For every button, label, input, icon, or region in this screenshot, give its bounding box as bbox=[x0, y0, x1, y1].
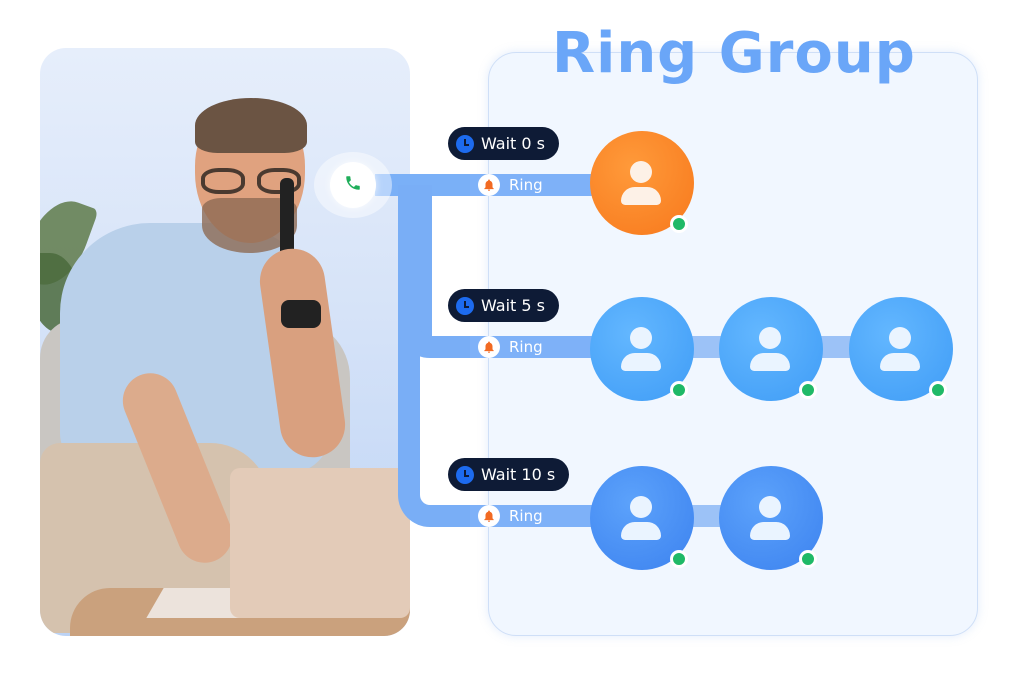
user-icon bbox=[759, 327, 781, 349]
wait-pill-tier-1: Wait 0 s bbox=[448, 127, 560, 160]
bell-icon bbox=[478, 336, 500, 358]
online-status-dot bbox=[670, 550, 688, 568]
ring-bar bbox=[470, 174, 595, 196]
online-status-dot bbox=[799, 550, 817, 568]
ring-label: Ring bbox=[509, 338, 543, 356]
wait-label: Wait 0 s bbox=[481, 134, 546, 153]
wait-label: Wait 10 s bbox=[481, 465, 556, 484]
user-icon-body bbox=[621, 522, 661, 540]
wristwatch bbox=[281, 300, 321, 328]
agent-avatar[interactable] bbox=[590, 297, 694, 401]
ring-label: Ring bbox=[509, 176, 543, 194]
phone-icon bbox=[344, 174, 362, 196]
user-icon bbox=[630, 161, 652, 183]
glasses bbox=[195, 168, 307, 194]
online-status-dot bbox=[670, 381, 688, 399]
online-status-dot bbox=[799, 381, 817, 399]
ring-label-tier-2: Ring bbox=[478, 336, 543, 358]
connector-trunk bbox=[398, 340, 420, 480]
ring-bar bbox=[470, 505, 595, 527]
avatar-link bbox=[690, 336, 726, 358]
bell-icon bbox=[478, 505, 500, 527]
user-icon bbox=[630, 327, 652, 349]
ring-bar bbox=[470, 336, 595, 358]
clock-icon bbox=[456, 465, 474, 484]
agent-avatar[interactable] bbox=[590, 466, 694, 570]
hair bbox=[195, 98, 307, 153]
connector-branch bbox=[398, 454, 478, 527]
user-icon bbox=[889, 327, 911, 349]
user-icon bbox=[630, 496, 652, 518]
user-icon-body bbox=[750, 353, 790, 371]
clock-icon bbox=[456, 296, 474, 315]
avatar-link bbox=[820, 336, 856, 358]
bell-icon bbox=[478, 174, 500, 196]
user-icon-body bbox=[621, 353, 661, 371]
ring-label-tier-3: Ring bbox=[478, 505, 543, 527]
agent-avatar[interactable] bbox=[590, 131, 694, 235]
user-icon-body bbox=[880, 353, 920, 371]
user-icon-body bbox=[621, 187, 661, 205]
agent-avatar[interactable] bbox=[849, 297, 953, 401]
clock-icon bbox=[456, 134, 474, 153]
agent-avatar[interactable] bbox=[719, 297, 823, 401]
ring-label: Ring bbox=[509, 507, 543, 525]
avatar-link bbox=[690, 505, 726, 527]
laptop bbox=[230, 468, 410, 618]
wait-pill-tier-2: Wait 5 s bbox=[448, 289, 560, 322]
ring-label-tier-1: Ring bbox=[478, 174, 543, 196]
call-button[interactable] bbox=[330, 162, 376, 208]
photo-man-on-phone bbox=[40, 48, 410, 636]
ring-group-title: Ring Group bbox=[552, 21, 916, 86]
online-status-dot bbox=[670, 215, 688, 233]
wait-label: Wait 5 s bbox=[481, 296, 546, 315]
user-icon bbox=[759, 496, 781, 518]
agent-avatar[interactable] bbox=[719, 466, 823, 570]
online-status-dot bbox=[929, 381, 947, 399]
user-icon-body bbox=[750, 522, 790, 540]
wait-pill-tier-3: Wait 10 s bbox=[448, 458, 570, 491]
